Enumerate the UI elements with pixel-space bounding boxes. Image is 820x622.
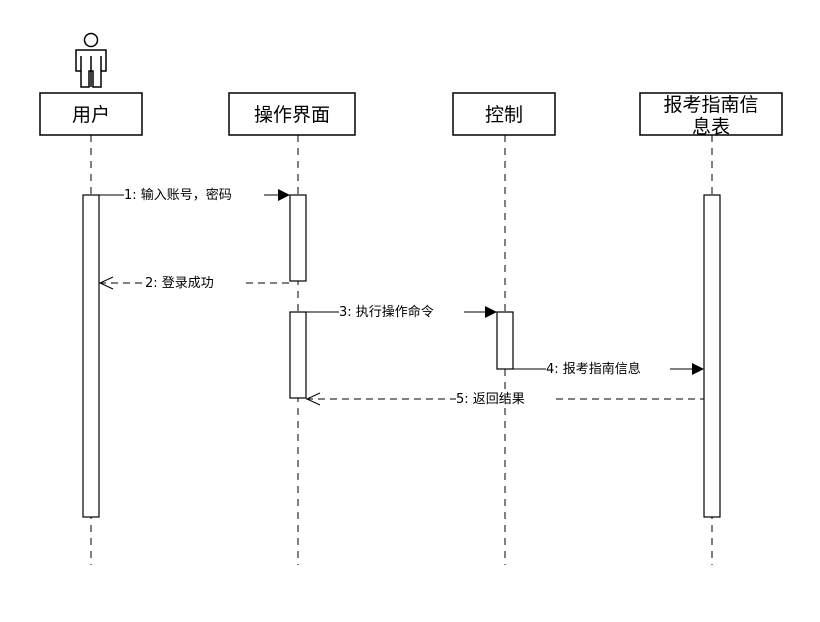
message-4: 4: 报考指南信息 xyxy=(513,361,704,377)
actor-icon xyxy=(75,32,107,88)
message-1: 1: 输入账号，密码 xyxy=(99,187,290,203)
arrowhead-open xyxy=(305,392,321,406)
arrowhead-filled xyxy=(692,363,704,375)
participant-user-label: 用户 xyxy=(72,104,110,126)
message-5-label: 5: 返回结果 xyxy=(456,392,525,407)
participant-ui: 操作界面 xyxy=(228,92,356,136)
participant-ctrl: 控制 xyxy=(452,92,556,136)
participant-table: 报考指南信 息表 xyxy=(639,92,783,138)
participant-ui-label: 操作界面 xyxy=(254,104,330,126)
message-2: 2: 登录成功 xyxy=(98,276,290,291)
arrowhead-filled xyxy=(278,189,290,201)
participant-user: 用户 xyxy=(39,92,143,136)
message-5: 5: 返回结果 xyxy=(305,392,704,407)
participant-table-label-line1: 报考指南信 xyxy=(663,94,758,116)
message-3: 3: 执行操作命令 xyxy=(306,304,497,320)
message-4-label: 4: 报考指南信息 xyxy=(546,361,641,377)
participant-table-label-line2: 息表 xyxy=(692,116,730,138)
activation-ui-1 xyxy=(289,194,307,282)
participant-ctrl-label: 控制 xyxy=(485,104,523,126)
arrowhead-open xyxy=(98,276,114,290)
activation-table xyxy=(703,194,721,518)
activation-ui-2 xyxy=(289,311,307,399)
arrowhead-filled xyxy=(485,306,497,318)
activation-ctrl xyxy=(496,311,514,370)
message-2-label: 2: 登录成功 xyxy=(145,276,214,291)
message-1-label: 1: 输入账号，密码 xyxy=(124,187,232,203)
activation-user xyxy=(82,194,100,518)
message-3-label: 3: 执行操作命令 xyxy=(339,304,434,320)
